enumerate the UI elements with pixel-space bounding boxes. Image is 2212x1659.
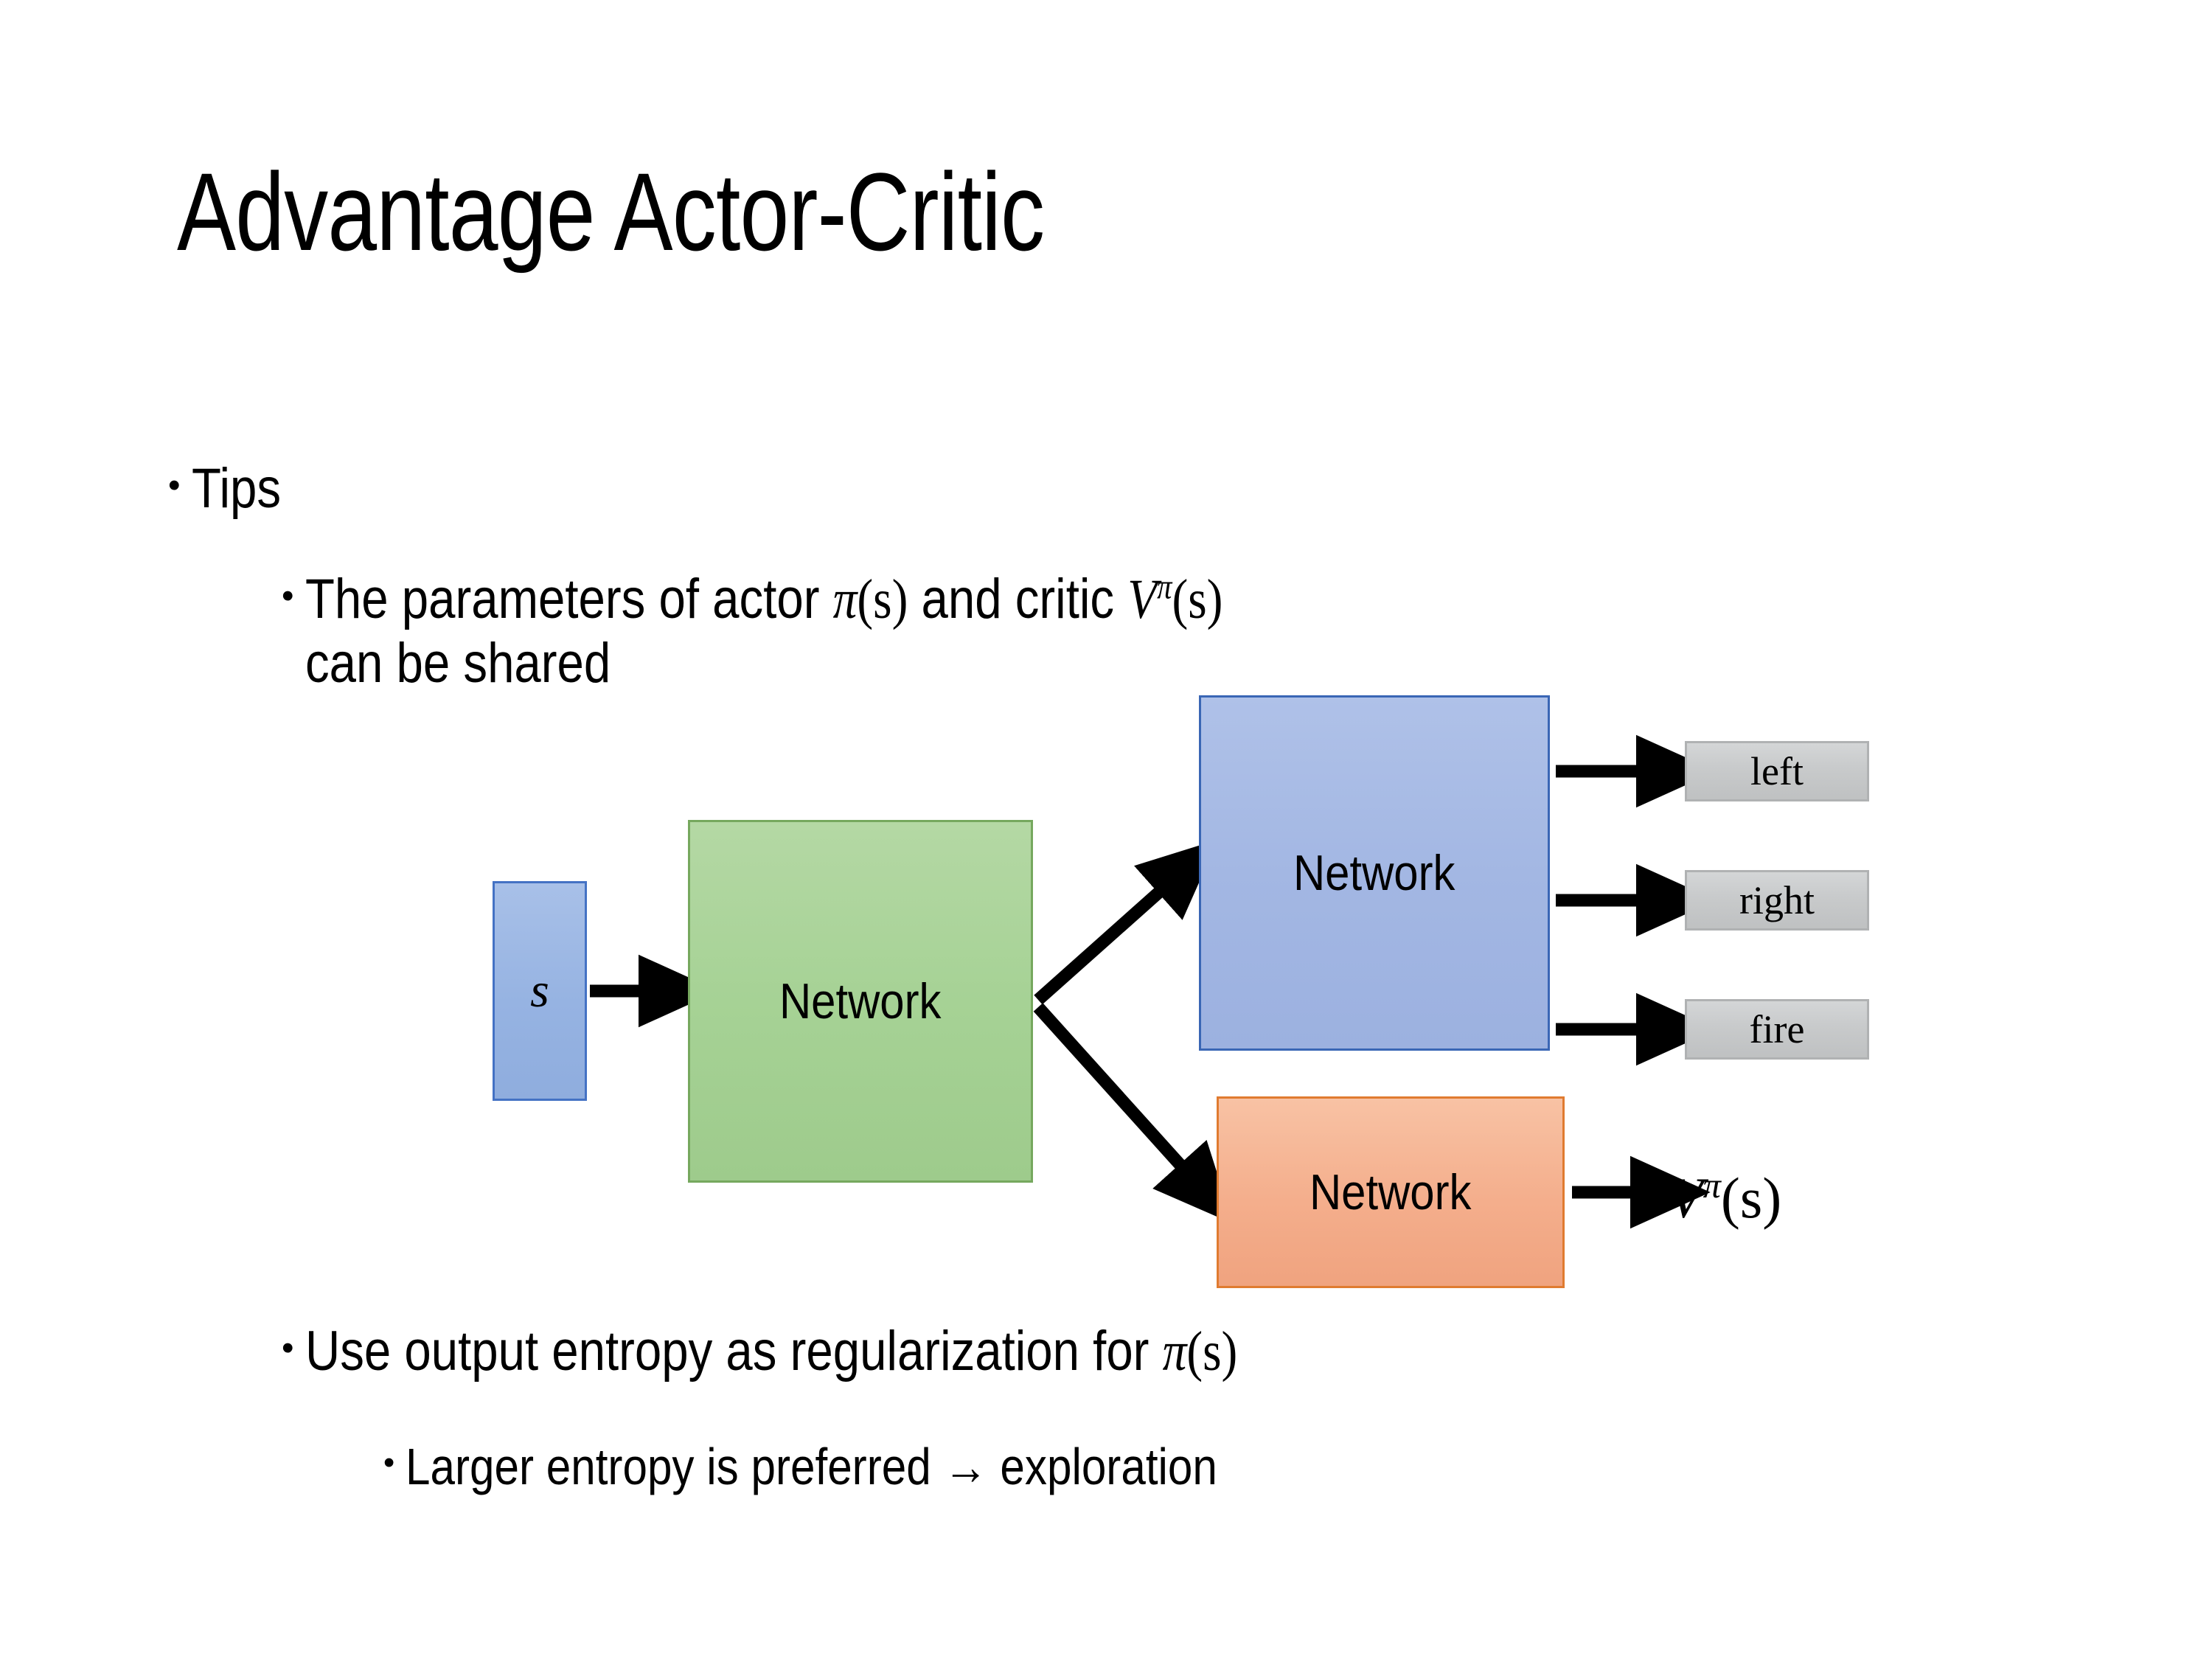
action-output-fire[interactable]: fire <box>1685 999 1869 1060</box>
action-output-right-label: right <box>1739 878 1815 922</box>
bullet-marker-icon: • <box>383 1445 395 1481</box>
bullet-tips-label: Tips <box>192 457 296 521</box>
actor-network-box[interactable]: Network <box>1199 695 1550 1051</box>
value-output-arg: (s) <box>1720 1166 1782 1230</box>
arrow-shared-to-critic <box>1033 1003 1234 1224</box>
text-segment-1: The parameters of actor <box>305 568 833 630</box>
bullet-larger-entropy: • Larger entropy is preferred → explorat… <box>383 1438 1349 1496</box>
shared-network-label: Network <box>779 973 942 1029</box>
bullet-tips: • Tips <box>168 457 296 521</box>
math-policy-pi-2-arg: (s) <box>1186 1321 1238 1382</box>
action-output-fire-label: fire <box>1749 1007 1805 1051</box>
bullet-shared-parameters-label: The parameters of actor π(s) and critic … <box>305 568 1986 695</box>
bullet-tips-text: Tips <box>192 457 282 520</box>
bullet-entropy-text: Use output entropy as regularization for… <box>305 1320 1237 1384</box>
math-policy-pi: π(s) <box>833 568 908 630</box>
text-segment-2: and critic <box>908 568 1128 630</box>
action-output-left-label: left <box>1750 749 1804 793</box>
math-policy-pi-2-base: π <box>1162 1321 1187 1382</box>
math-value-v-base: V <box>1127 568 1158 630</box>
shared-network-box[interactable]: Network <box>688 820 1033 1183</box>
value-output-label: Vπ(s) <box>1668 1165 1781 1231</box>
math-policy-pi-arg: (s) <box>857 568 908 630</box>
bullet-marker-icon: • <box>282 576 294 616</box>
bullet-shared-parameters-line1: The parameters of actor π(s) and critic … <box>305 568 1222 632</box>
input-state-label: s <box>530 964 549 1018</box>
bullet-shared-parameters-line2: can be shared <box>305 631 611 695</box>
page-title: Advantage Actor-Critic <box>177 150 1045 274</box>
bullet-larger-entropy-text: Larger entropy is preferred → exploratio… <box>405 1438 1217 1495</box>
text-segment-3: Use output entropy as regularization for <box>305 1320 1163 1382</box>
math-value-v-superscript: π <box>1157 568 1172 607</box>
critic-network-box[interactable]: Network <box>1217 1096 1565 1288</box>
value-output-base: V <box>1668 1166 1703 1230</box>
arrow-shared-to-actor <box>1034 839 1219 1005</box>
bullet-marker-icon: • <box>168 465 181 505</box>
value-output-superscript: π <box>1703 1166 1721 1206</box>
action-output-left[interactable]: left <box>1685 741 1869 801</box>
bullet-marker-icon: • <box>282 1328 294 1368</box>
actor-network-label: Network <box>1293 845 1455 901</box>
bullet-entropy-regularization: • Use output entropy as regularization f… <box>282 1320 1389 1384</box>
math-value-v-pi: Vπ(s) <box>1127 568 1222 630</box>
math-value-v-arg: (s) <box>1172 568 1223 630</box>
action-output-right[interactable]: right <box>1685 870 1869 931</box>
bullet-entropy-regularization-label: Use output entropy as regularization for… <box>305 1320 1389 1384</box>
input-state-box[interactable]: s <box>493 881 587 1101</box>
bullet-larger-entropy-label: Larger entropy is preferred → exploratio… <box>406 1438 1349 1496</box>
bullet-shared-parameters: • The parameters of actor π(s) and criti… <box>282 568 2007 695</box>
math-policy-pi-2: π(s) <box>1163 1321 1238 1382</box>
critic-network-label: Network <box>1310 1164 1472 1220</box>
math-policy-pi-base: π <box>832 568 858 630</box>
